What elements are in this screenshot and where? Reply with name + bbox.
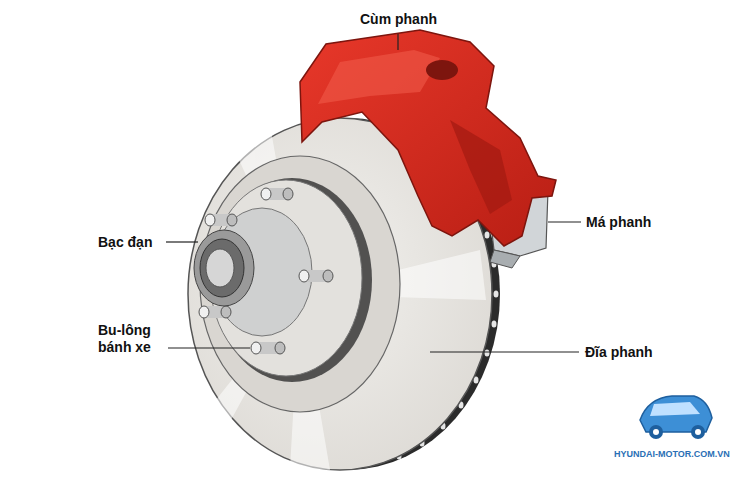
part-label: Đĩa phanh — [585, 344, 653, 361]
wheel-bearing — [194, 230, 254, 306]
caliper-highlight — [318, 50, 440, 104]
watermark-logo — [640, 396, 712, 439]
watermark-panel — [610, 368, 734, 490]
disc-hat — [200, 156, 400, 412]
part-label: Má phanh — [586, 214, 651, 231]
caliper-shadow — [450, 120, 512, 214]
pad-plate — [490, 250, 520, 268]
leader-lines — [166, 34, 581, 352]
brake-caliper — [300, 30, 556, 246]
part-label: Bu-lông bánh xe — [98, 322, 164, 356]
part-label: Bạc đạn — [98, 234, 152, 251]
watermark: HYUNDAI-MOTOR.COM.VN — [614, 446, 730, 463]
wheel-studs — [199, 188, 333, 354]
part-label: Cùm phanh — [360, 11, 437, 28]
caliper-port — [426, 60, 458, 80]
